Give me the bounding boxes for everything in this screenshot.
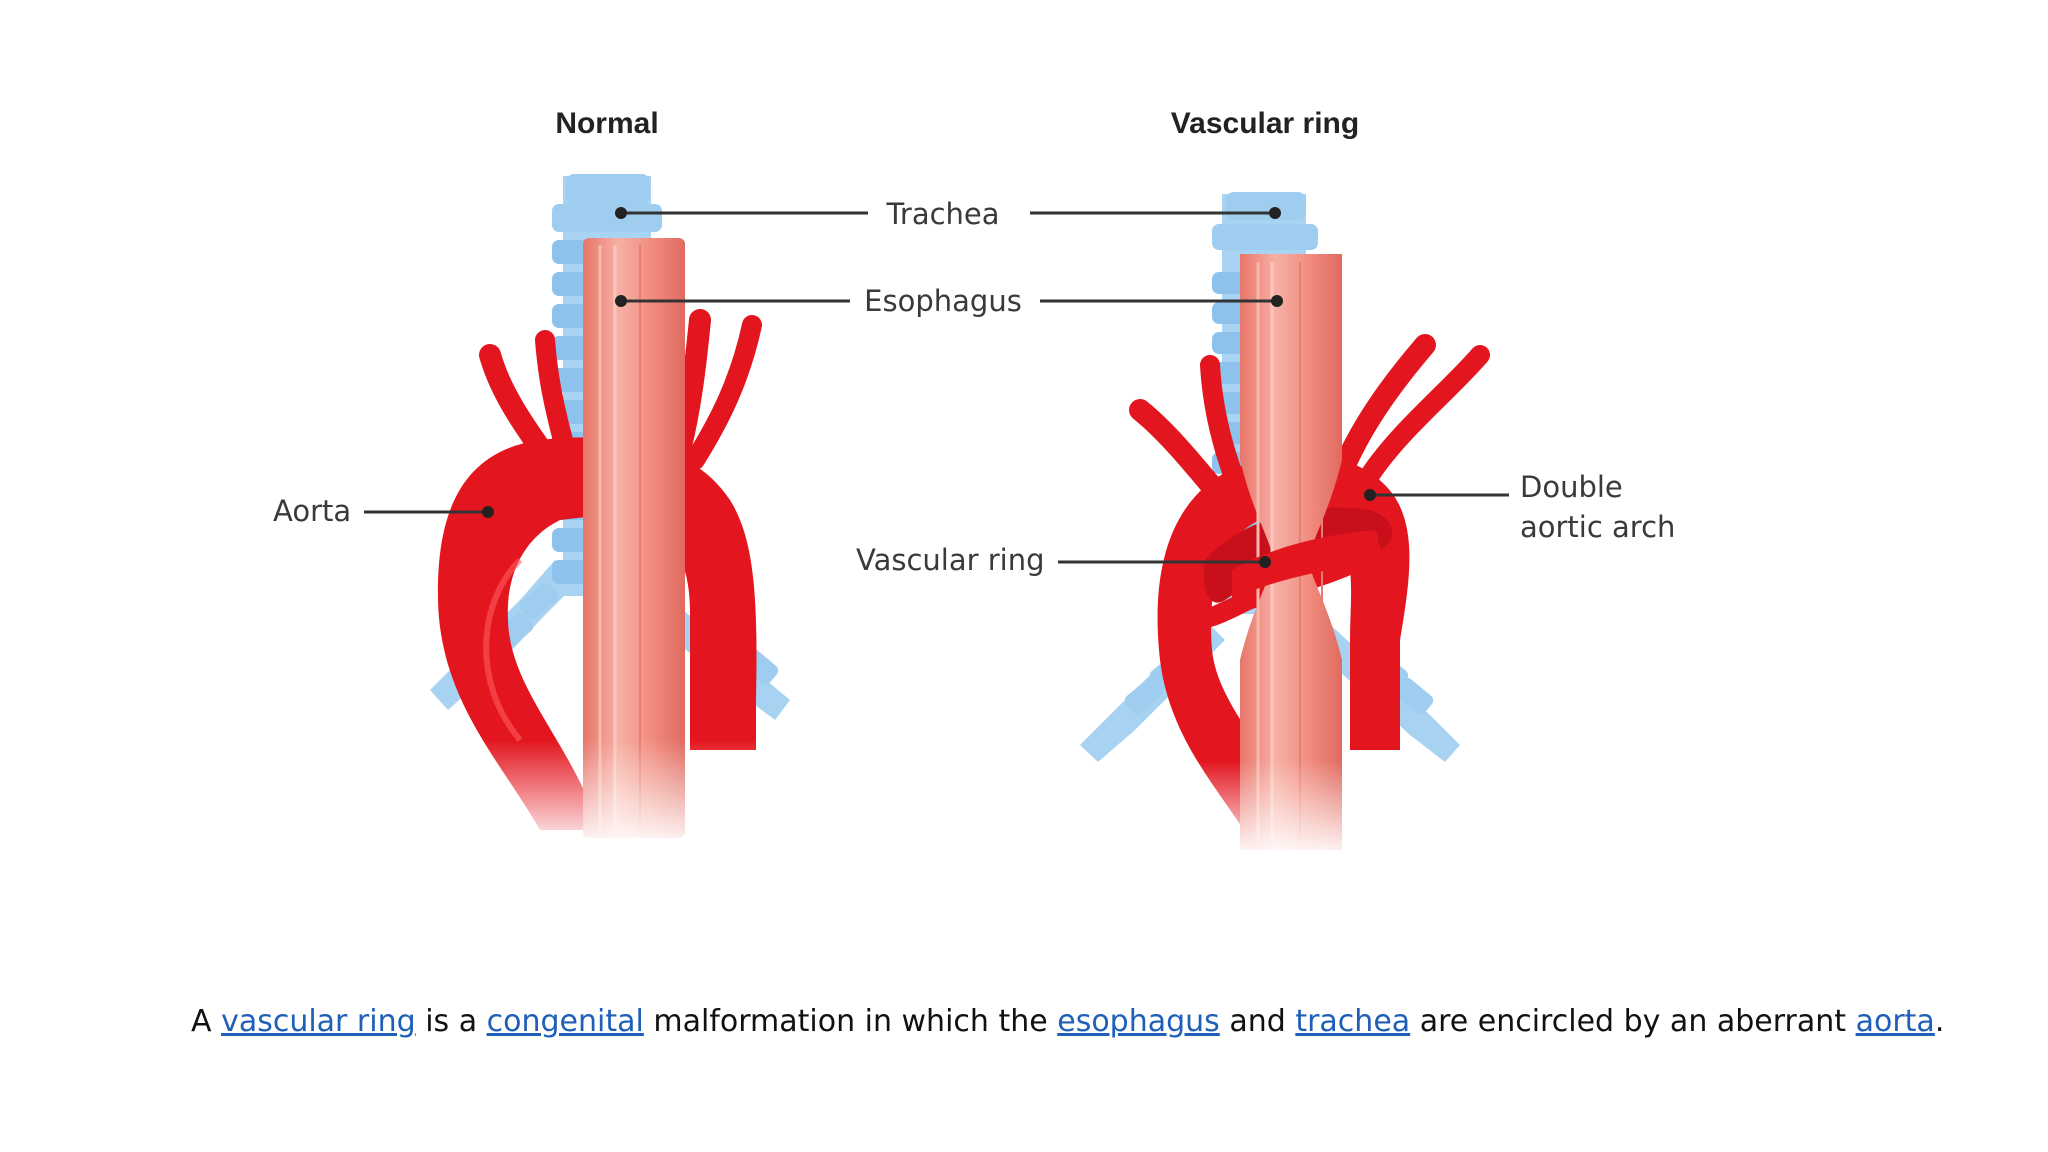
link-trachea[interactable]: trachea: [1295, 1004, 1411, 1039]
aorta-label-group: Aorta: [273, 494, 494, 528]
double-arch-label-line1: Double: [1520, 470, 1623, 504]
normal-esophagus: [583, 238, 685, 838]
esophagus-label: Esophagus: [864, 284, 1022, 318]
vascular-ring-label: Vascular ring: [856, 543, 1045, 577]
double-arch-pointer: [1364, 489, 1376, 501]
caption: A vascular ring is a congenital malforma…: [191, 1004, 1944, 1039]
link-congenital[interactable]: congenital: [486, 1004, 644, 1039]
link-esophagus[interactable]: esophagus: [1057, 1004, 1220, 1039]
esophagus-pointer-right: [1271, 295, 1283, 307]
caption-text-2: is a: [415, 1004, 487, 1039]
double-arch-label-line2: aortic arch: [1520, 510, 1675, 544]
vascular-ring-band: [1232, 530, 1379, 600]
link-aorta[interactable]: aorta: [1855, 1004, 1935, 1039]
vascular-ring-panel-title: Vascular ring: [1171, 107, 1359, 140]
caption-text-6: .: [1934, 1004, 1945, 1039]
ring-anatomy: [1080, 192, 1500, 860]
trachea-label-group: Trachea: [615, 197, 1281, 231]
caption-text-1: A: [191, 1004, 222, 1039]
vascular-ring-label-group: Vascular ring: [856, 543, 1271, 577]
vascular-ring-pointer: [1259, 556, 1271, 568]
caption-text-4: and: [1219, 1004, 1296, 1039]
aorta-label: Aorta: [273, 494, 351, 528]
normal-panel-title: Normal: [555, 107, 658, 140]
caption-text-5: are encircled by an aberrant: [1410, 1004, 1856, 1039]
esophagus-label-group: Esophagus: [615, 284, 1283, 318]
aorta-pointer: [482, 506, 494, 518]
link-vascular-ring[interactable]: vascular ring: [221, 1004, 416, 1039]
trachea-pointer-left: [615, 207, 627, 219]
normal-anatomy: [420, 174, 800, 850]
trachea-label: Trachea: [885, 197, 999, 231]
caption-text-3: malformation in which the: [643, 1004, 1058, 1039]
trachea-pointer-right: [1269, 207, 1281, 219]
double-aortic-arch-label-group: Double aortic arch: [1364, 470, 1675, 544]
esophagus-pointer-left: [615, 295, 627, 307]
